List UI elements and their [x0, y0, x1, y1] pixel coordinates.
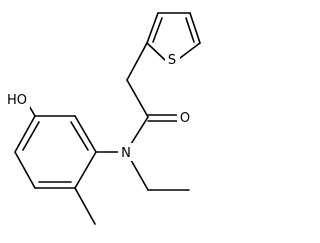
chemical-structure-diagram: S O N HO	[4, 12, 201, 225]
bond-nitrogen-ethyl-ch2	[130, 159, 149, 191]
oxygen-label-bg	[177, 109, 193, 126]
bond-thiophene-s-c2	[146, 42, 166, 61]
bond-thiophene-c2-c3-inner	[152, 17, 163, 43]
sulfur-label: S	[168, 53, 176, 68]
bond-thiophene-c4-c5-inner	[185, 17, 195, 43]
bond-benzene-inner-c3-c4	[22, 121, 40, 151]
benzene-ring	[14, 115, 97, 189]
bond-thiophene-c4-c5	[189, 12, 201, 44]
hydroxyl-label-bg	[4, 91, 30, 108]
nitrogen-label-bg	[118, 143, 135, 161]
bond-thiophene-c2-c3	[146, 12, 159, 44]
bond-ch2-carbonyl-carbon	[126, 79, 149, 118]
sulfur-label-bg	[165, 51, 180, 68]
bond-carbonyl-nitrogen	[130, 116, 149, 145]
bond-benzene-c3-c4	[14, 115, 36, 153]
carbonyl-oxygen-label: O	[180, 111, 190, 126]
bond-benzene-c1-c2	[74, 115, 97, 153]
bond-benzene-inner-c1-c2	[70, 121, 89, 151]
bond-thiophene-ch2	[126, 42, 148, 81]
bond-benzene-c6-c1	[74, 151, 97, 189]
nitrogen-label: N	[121, 146, 131, 161]
bond-benzene-c4-c5	[14, 151, 36, 189]
bond-thiophene-c5-s	[179, 42, 201, 59]
hydroxyl-label: HO	[7, 93, 27, 108]
thiophene-ring	[146, 12, 201, 61]
bond-benzene-methyl	[74, 187, 96, 225]
